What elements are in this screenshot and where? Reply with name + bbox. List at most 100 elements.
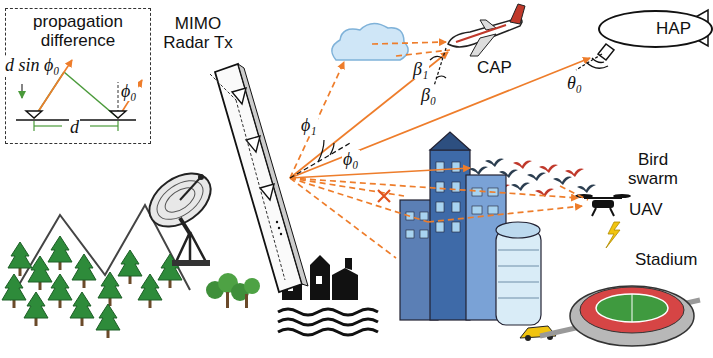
city-part [430, 132, 470, 150]
forest-part [48, 236, 72, 270]
angle-label: β₀ [420, 86, 437, 105]
stadium-part [596, 294, 668, 322]
city-part [406, 162, 498, 238]
angle-label: ϕ₁ [300, 116, 318, 135]
airship-parts-part [592, 58, 604, 63]
radar-rays-part [290, 52, 448, 178]
inset-antennas-part [110, 111, 126, 118]
bird-swarm-part [485, 159, 504, 167]
waterfront-part [310, 255, 330, 300]
inset-antennas-part [33, 121, 34, 131]
city-part-part [498, 266, 539, 267]
city-part [525, 335, 531, 341]
radar-rays-part [378, 190, 390, 202]
aircraft-part [470, 34, 496, 56]
radar-rays-part [290, 178, 396, 258]
radar-rays-part [372, 42, 446, 44]
mimo-array-part [215, 64, 302, 292]
angle-label: β₁ [412, 60, 429, 79]
city-part-part [452, 202, 460, 212]
city-part-part [436, 222, 444, 232]
radar-dish-part [180, 178, 200, 200]
radar-rays-part [290, 178, 428, 222]
uav-part [606, 222, 620, 248]
waterfront-part [332, 268, 358, 300]
city [400, 132, 700, 341]
uav-part [592, 200, 614, 208]
radar-rays-part [396, 50, 450, 56]
mimo-array-part [210, 74, 236, 100]
inset-antennas-part [26, 111, 42, 118]
radar-label: MIMO Radar Tx [150, 14, 246, 52]
bushes-part [244, 278, 260, 294]
bird-swarm-part [513, 161, 532, 169]
cloud-part [332, 23, 408, 60]
forest-part [72, 254, 96, 288]
radar-rays-part [290, 62, 344, 178]
mimo-array-part [236, 100, 285, 280]
target-label: UAV [628, 200, 664, 219]
radar-dish-part [198, 174, 204, 180]
node-text: propagation difference [6, 9, 150, 50]
target-label: Stadium [634, 250, 698, 269]
angle-marks-part [330, 143, 334, 155]
forest-part [98, 272, 122, 306]
forest-part [96, 304, 120, 338]
bushes-part [226, 292, 229, 308]
city-part [496, 222, 540, 238]
radar-dish-part [176, 232, 206, 262]
radar-rays-part [560, 186, 588, 200]
inset-antennas-part [21, 84, 22, 98]
bird-swarm-part [527, 173, 546, 181]
forest-part [24, 292, 48, 326]
radar-dish-part [172, 260, 210, 266]
airship-body: HAP [598, 10, 713, 48]
aircraft-part [456, 25, 506, 42]
bushes-part [245, 294, 248, 308]
city-part-part [452, 182, 460, 192]
city-part [498, 250, 539, 298]
stadium-part [580, 287, 684, 333]
city-part-part [452, 162, 460, 172]
radar-dish-part [140, 162, 221, 237]
node-text: HAP [620, 19, 691, 39]
bushes [206, 273, 260, 308]
waterfront-part [345, 258, 352, 270]
angle-label: ϕ₀ [342, 150, 360, 169]
bird-swarm-part [539, 165, 558, 173]
city-part-part [472, 206, 482, 214]
airship-parts-part [586, 62, 608, 68]
angle-marks-part [318, 140, 324, 162]
angle-marks-part [436, 76, 446, 78]
mimo-array-part [232, 88, 246, 104]
city-part-part [498, 282, 539, 283]
bird-swarm-part [469, 167, 488, 175]
forest-part [2, 274, 26, 308]
waterfront-part [278, 329, 378, 335]
city-part-part [406, 230, 414, 238]
inset-antennas-part [34, 125, 62, 126]
uav [575, 194, 631, 248]
angle-marks-part [576, 54, 602, 70]
mimo-array-part [278, 227, 280, 229]
waterfront-part [316, 276, 322, 284]
uav-part [613, 194, 631, 198]
airship-parts-part [598, 44, 614, 60]
uav-part [575, 194, 593, 198]
uav-part [610, 208, 614, 216]
bird-swarm-part [577, 185, 596, 193]
forest-part [8, 242, 32, 276]
target-label: Bird swarm [622, 150, 684, 188]
mimo-array-part [280, 233, 282, 235]
path-difference-label: d sin ϕ₀ [4, 56, 61, 75]
city-part [430, 150, 470, 320]
city-part-part [498, 250, 539, 251]
radar-rays-part [290, 168, 470, 178]
spacing-label: d [69, 118, 80, 137]
forest-part [48, 274, 72, 308]
waterfront-part [278, 309, 378, 315]
stadium-part [570, 286, 694, 346]
angle-marks [290, 48, 602, 178]
